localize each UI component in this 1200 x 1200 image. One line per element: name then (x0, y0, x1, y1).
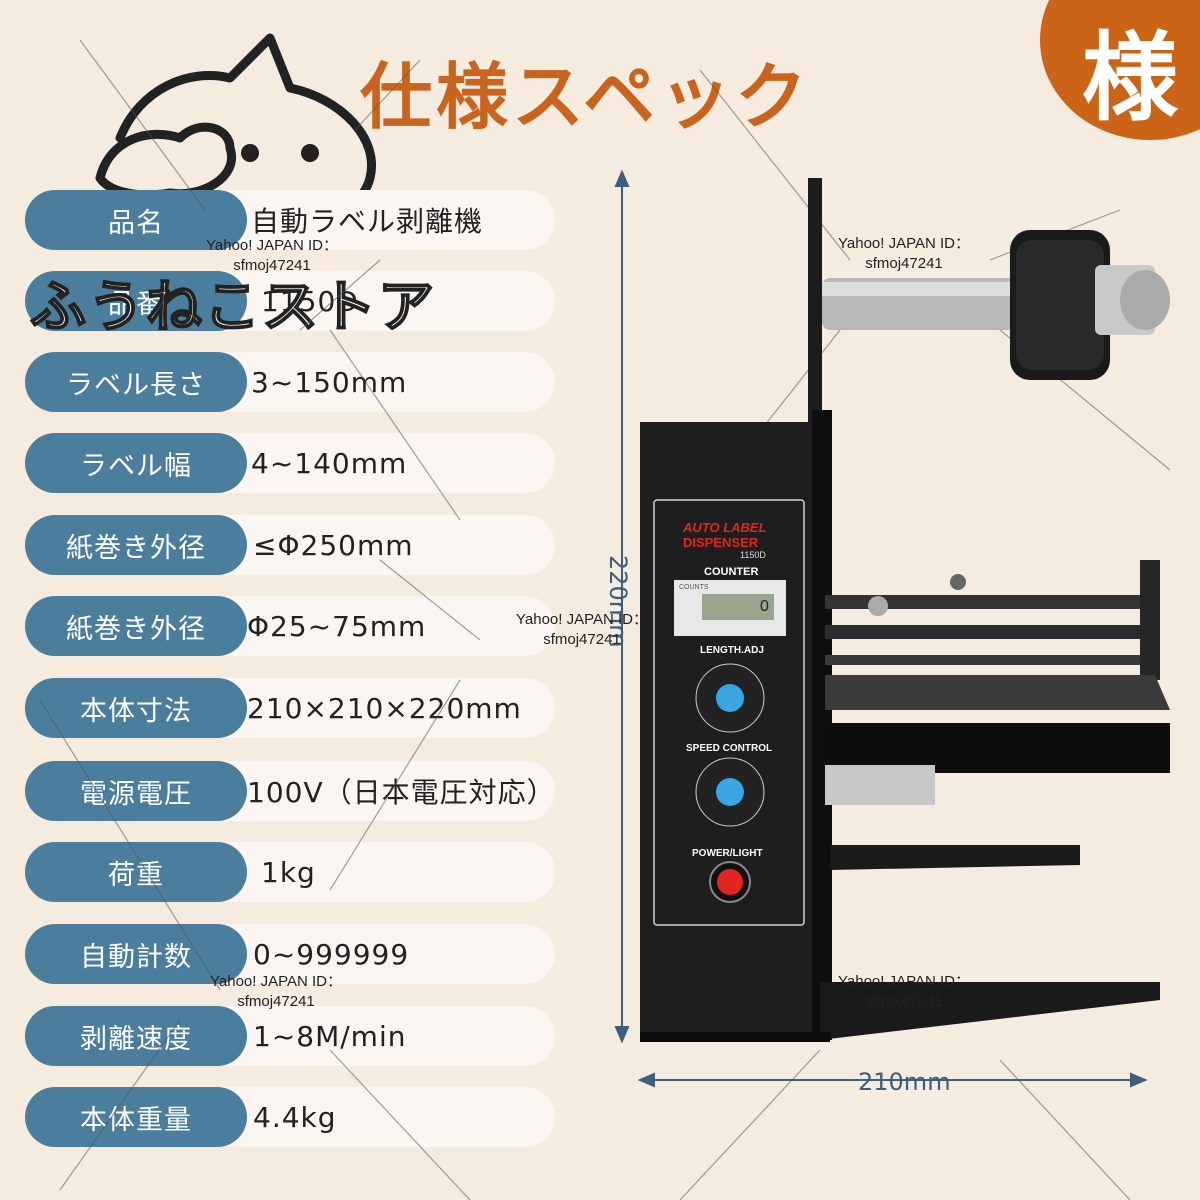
width-dimension-label: 210mm (858, 1068, 951, 1096)
watermark-line2: sfmoj47241 (865, 993, 943, 1010)
watermark-line2: sfmoj47241 (233, 257, 311, 274)
counter-label: COUNTER (704, 566, 759, 578)
spec-value: 0~999999 (253, 937, 410, 971)
spec-label: ラベル幅 (25, 433, 247, 493)
spec-label: 品番 (25, 271, 247, 331)
length-adjust-label: LENGTH.ADJ (700, 645, 764, 656)
spec-label: ラベル長さ (25, 352, 247, 412)
watermark: Yahoo! JAPAN ID： sfmoj47241 (516, 610, 648, 650)
spec-label: 品名 (25, 190, 247, 250)
speed-control-label: SPEED CONTROL (686, 743, 773, 754)
label-dispenser-machine-image (640, 178, 1170, 1042)
spec-value: ≤Φ250mm (253, 528, 414, 562)
watermark: Yahoo! JAPAN ID： sfmoj47241 (206, 236, 338, 276)
counts-label: COUNTS (679, 584, 709, 591)
watermark: Yahoo! JAPAN ID： sfmoj47241 (210, 972, 342, 1012)
brand-line2: DISPENSER (683, 535, 759, 550)
watermark-line1: Yahoo! JAPAN ID： (210, 973, 342, 990)
power-light-label: POWER/LIGHT (692, 848, 763, 859)
watermark-line2: sfmoj47241 (237, 993, 315, 1010)
spec-row: 品名 自動ラベル剥離機 (25, 190, 555, 250)
watermark-line2: sfmoj47241 (543, 631, 621, 648)
watermark-line1: Yahoo! JAPAN ID： (206, 237, 338, 254)
spec-value: 自動ラベル剥離機 (251, 205, 484, 238)
corner-badge-text: 様 (1082, 22, 1178, 134)
watermark-line2: sfmoj47241 (865, 255, 943, 272)
watermark-line1: Yahoo! JAPAN ID： (838, 973, 970, 990)
spec-value: 1kg (261, 855, 316, 889)
counter-display: 0 (760, 598, 769, 615)
spec-label: 紙巻き外径 (25, 515, 247, 575)
watermark-line1: Yahoo! JAPAN ID： (516, 611, 648, 628)
spec-label: 紙巻き外径 (25, 596, 247, 656)
spec-value: 4.4kg (253, 1100, 337, 1134)
model-number: 1150D (740, 550, 766, 560)
spec-row: ラベル幅 4~140mm (25, 433, 555, 493)
watermark-line1: Yahoo! JAPAN ID： (838, 235, 970, 252)
spec-value: 1~8M/min (253, 1019, 407, 1053)
spec-row: ラベル長さ 3~150mm (25, 352, 555, 412)
spec-row: 紙巻き外径 ≤Φ250mm (25, 515, 555, 575)
brand-line1: AUTO LABEL (683, 520, 767, 535)
watermark: Yahoo! JAPAN ID： sfmoj47241 (838, 972, 970, 1012)
watermark: Yahoo! JAPAN ID： sfmoj47241 (838, 234, 970, 274)
